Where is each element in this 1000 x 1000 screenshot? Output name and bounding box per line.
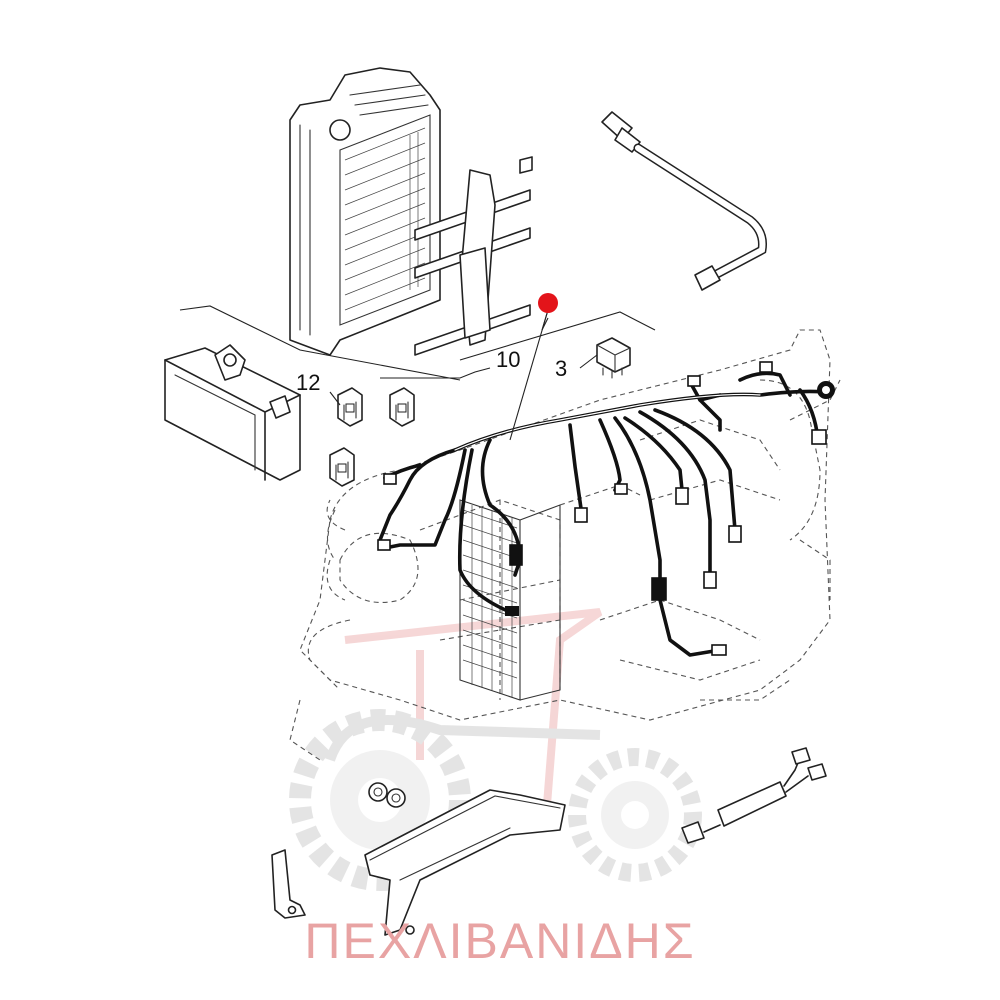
leader-lines xyxy=(179,305,656,441)
engine-wiring-harness xyxy=(378,371,827,657)
radiator-core-grille xyxy=(344,127,426,311)
fuse-set xyxy=(329,387,415,487)
adapter-harness xyxy=(681,747,827,844)
watermark-text: ΠΕΧΛΙΒΑΝΙΔΗΣ xyxy=(304,913,695,969)
support-bracket xyxy=(364,789,566,936)
callout-10: 10 xyxy=(496,347,520,372)
fuse xyxy=(389,387,415,427)
relay xyxy=(596,337,631,379)
callout-3: 3 xyxy=(555,356,567,381)
red-dot-marker-icon[interactable] xyxy=(538,293,558,313)
control-unit-box xyxy=(164,344,301,481)
fuse xyxy=(329,447,355,487)
callout-12: 12 xyxy=(296,370,320,395)
l-bracket xyxy=(271,849,306,919)
fuse xyxy=(337,387,363,427)
nut-and-washer xyxy=(368,782,406,808)
mounting-bracket xyxy=(414,156,533,356)
harness-connectors xyxy=(377,361,835,656)
temperature-sensor-cable xyxy=(601,111,767,291)
radiator xyxy=(289,67,441,356)
